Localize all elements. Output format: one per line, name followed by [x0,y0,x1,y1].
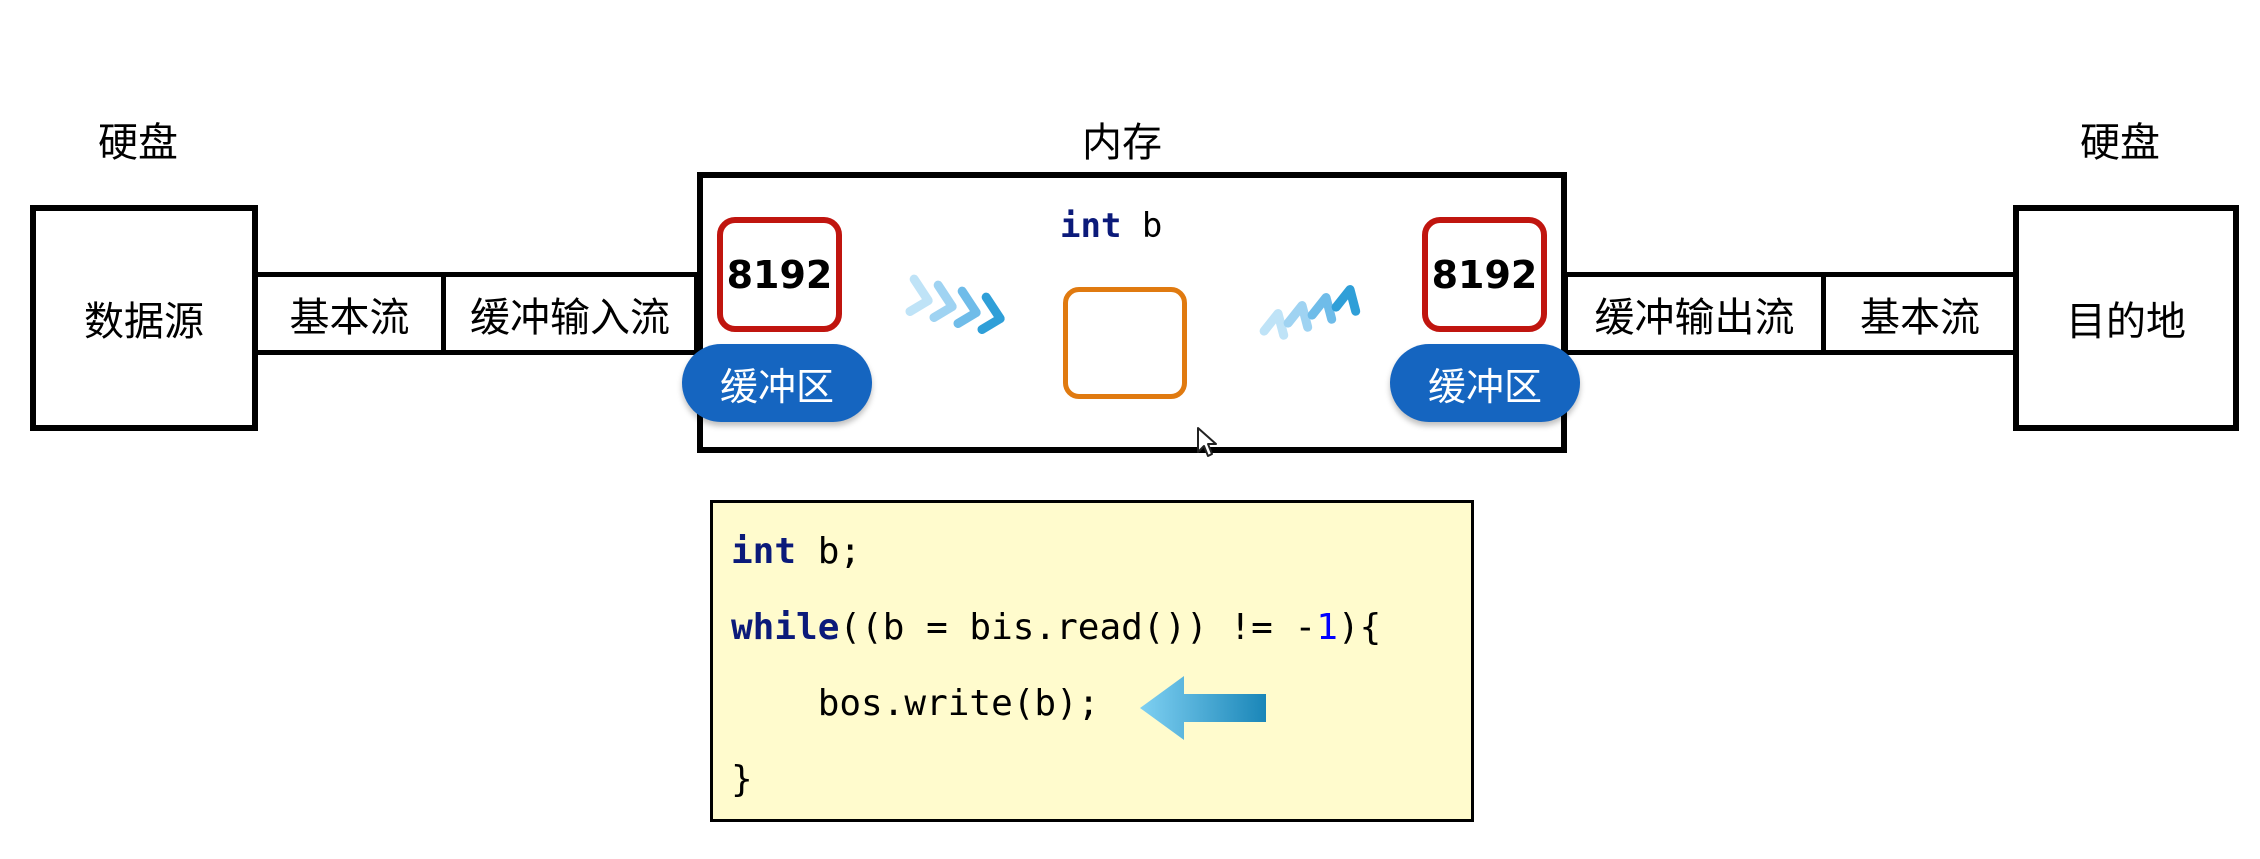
right-basic-stream-label: 基本流 [1860,294,1980,341]
left-arrow-icon [1140,676,1266,740]
left-buffer-size: 8192 [717,217,842,332]
code-line-2: while((b = bis.read()) != -1){ [731,607,1381,648]
code-line-1-rest: b; [796,531,862,572]
left-basic-stream-label: 基本流 [289,294,410,341]
memory-variable-keyword: int [1060,206,1122,246]
code-line-1: int b; [731,531,861,572]
mouse-cursor-icon [1197,427,1217,457]
code-keyword-while: while [731,607,840,648]
buffered-output-stream: 缓冲输出流 [1563,272,1826,355]
up-right-chevrons-icon [1259,285,1361,340]
code-line-2-end: ){ [1337,607,1382,648]
variable-slot [1063,287,1187,399]
left-buffer-pill: 缓冲区 [682,344,872,422]
code-number: 1 [1316,607,1338,648]
buffered-input-stream-label: 缓冲输入流 [470,294,670,341]
code-box: int b; while((b = bis.read()) != -1){ bo… [710,500,1474,822]
left-buffer-pill-label: 缓冲区 [719,364,834,409]
code-line-3: bos.write(b); [731,683,1100,724]
destination-box: 目的地 [2013,205,2239,431]
right-chevrons-icon [905,274,1005,334]
code-keyword-int: int [731,531,797,572]
buffered-output-stream-label: 缓冲输出流 [1594,294,1795,341]
right-disk-label: 硬盘 [2080,120,2160,166]
right-buffer-pill-label: 缓冲区 [1427,364,1542,409]
memory-variable: int b [1060,206,1162,246]
memory-label: 内存 [1082,120,1162,166]
destination-box-label: 目的地 [2066,299,2186,345]
right-basic-stream: 基本流 [1821,272,2019,355]
code-line-4: } [731,759,753,800]
buffered-input-stream: 缓冲输入流 [441,272,699,355]
code-line-2-rest: ((b = bis.read()) != - [839,607,1317,648]
left-buffer-size-text: 8192 [726,252,833,297]
right-buffer-size-text: 8192 [1431,252,1538,297]
source-box-label: 数据源 [84,299,204,345]
right-buffer-pill: 缓冲区 [1390,344,1580,422]
source-box: 数据源 [30,205,258,431]
memory-variable-name: b [1141,206,1163,246]
left-disk-label: 硬盘 [98,120,178,166]
right-buffer-size: 8192 [1422,217,1547,332]
left-basic-stream: 基本流 [253,272,446,355]
